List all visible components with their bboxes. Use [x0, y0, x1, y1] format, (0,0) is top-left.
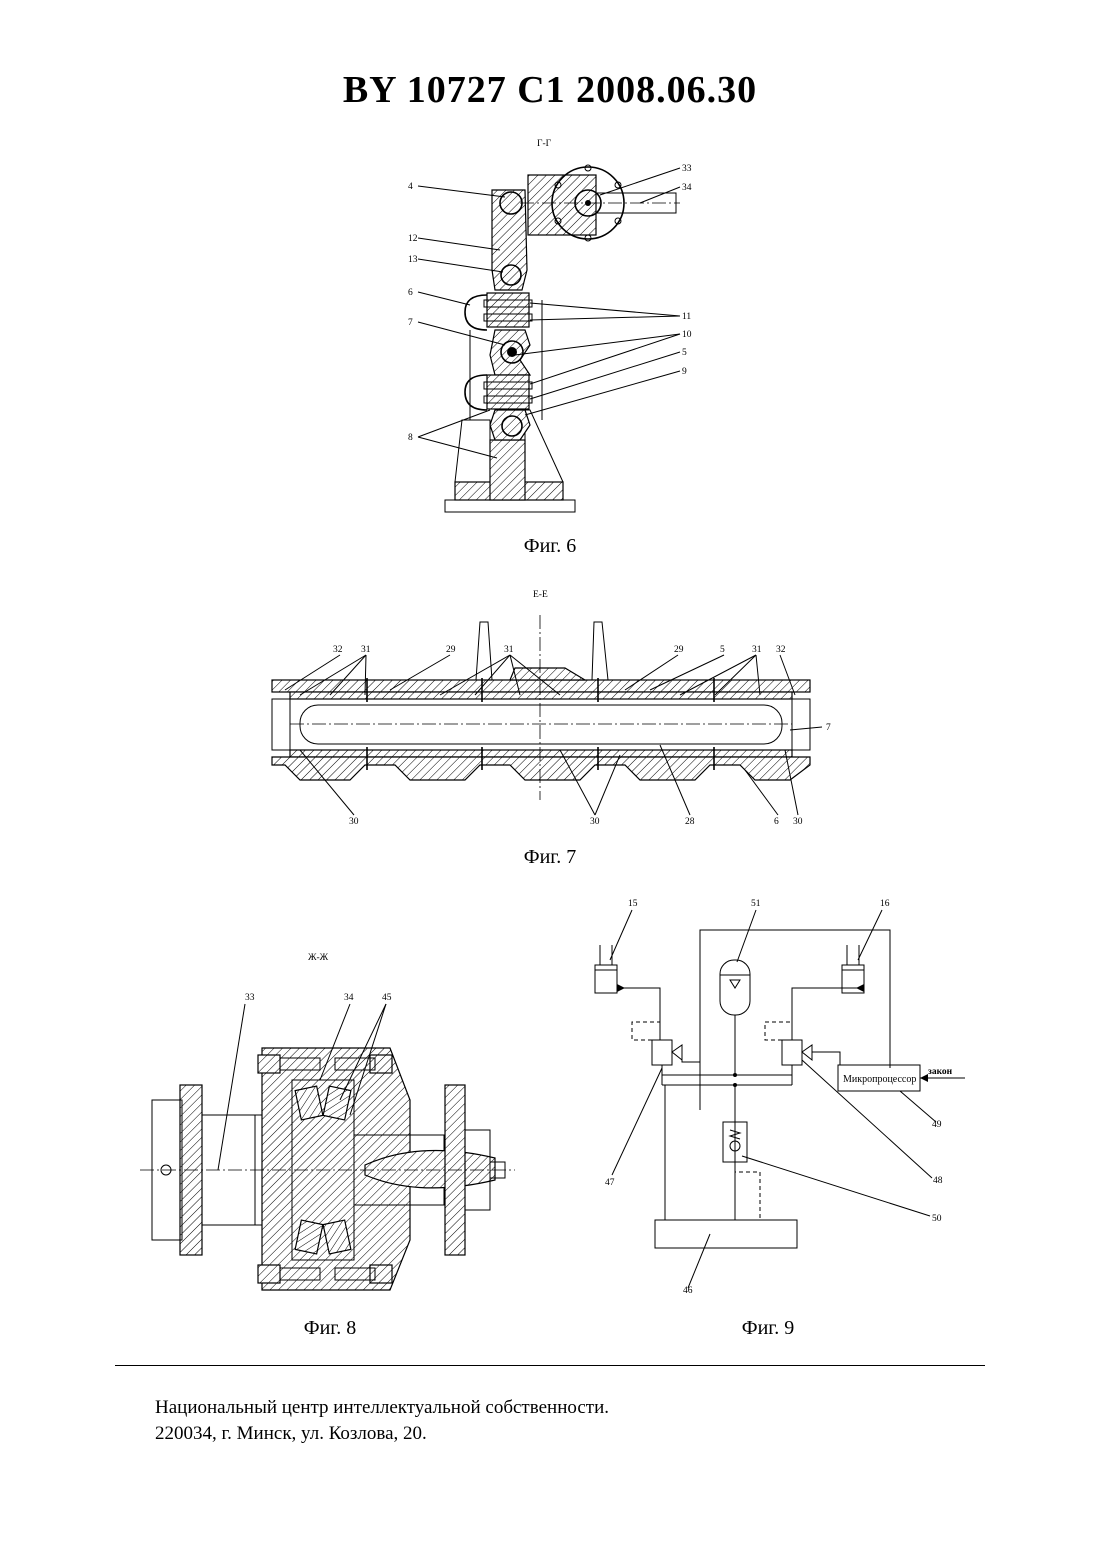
svg-text:50: 50: [932, 1214, 942, 1224]
svg-text:7: 7: [408, 318, 413, 328]
svg-text:29: 29: [446, 645, 456, 655]
figure-8-drawing: Ж-Ж 33 34 45: [0, 940, 560, 1310]
link-block-upper: [487, 293, 529, 327]
rod-7: [300, 705, 782, 744]
svg-text:5: 5: [720, 645, 725, 655]
tank-46: [655, 1220, 797, 1248]
valve-48: [782, 1040, 802, 1065]
svg-text:31: 31: [504, 645, 514, 655]
bore: [272, 699, 810, 750]
svg-text:9: 9: [682, 367, 687, 377]
fig6-labels-left: 4 12 13 6 7 8: [408, 182, 418, 443]
outer-shell-bottom: [272, 757, 810, 780]
svg-text:12: 12: [408, 234, 418, 244]
fig6-section-label: Г-Г: [537, 139, 552, 149]
lug-left: [476, 622, 492, 680]
cylinder-15: [595, 965, 617, 993]
rib-right: [525, 410, 563, 482]
fig6-labels-right: 33 34 11 10 5 9: [682, 164, 692, 377]
footer-line-2: 220034, г. Минск, ул. Козлова, 20.: [155, 1423, 427, 1445]
fig8-section-label: Ж-Ж: [308, 953, 329, 963]
fig7-labels-bottom: 30 30 28 6 30: [349, 817, 803, 827]
link-block-lower: [487, 375, 529, 409]
svg-text:4: 4: [408, 182, 413, 192]
footer-divider: [115, 1365, 985, 1366]
svg-text:30: 30: [793, 817, 803, 827]
svg-text:15: 15: [628, 899, 638, 909]
svg-text:33: 33: [245, 993, 255, 1003]
svg-text:29: 29: [674, 645, 684, 655]
fig7-label-right: 7: [826, 723, 831, 733]
svg-text:51: 51: [751, 899, 761, 909]
svg-text:5: 5: [682, 348, 687, 358]
svg-text:32: 32: [333, 645, 343, 655]
svg-text:8: 8: [408, 433, 413, 443]
svg-text:11: 11: [682, 312, 691, 322]
svg-text:49: 49: [932, 1120, 942, 1130]
center-boss: [510, 668, 585, 680]
svg-text:10: 10: [682, 330, 692, 340]
fig9-labels: 15 51 16 47 48 49 50 46: [605, 899, 943, 1296]
inner-shell-bottom: [290, 750, 792, 757]
input-label: закон: [928, 1067, 953, 1077]
figure-9-caption: Фиг. 9: [718, 1317, 818, 1340]
microprocessor-label: Микропроцессор: [843, 1074, 916, 1085]
figure-9-drawing: 15 51 16 47 48 49 50 46 Микропроцес: [560, 890, 980, 1310]
svg-text:31: 31: [752, 645, 762, 655]
lug-right: [592, 622, 608, 680]
svg-text:30: 30: [590, 817, 600, 827]
svg-text:6: 6: [408, 288, 413, 298]
svg-text:28: 28: [685, 817, 695, 827]
svg-text:16: 16: [880, 899, 890, 909]
base-plate: [445, 500, 575, 512]
footer-line-1: Национальный центр интеллектуальной собс…: [155, 1397, 609, 1419]
outer-shell-top: [272, 680, 810, 692]
svg-text:34: 34: [344, 993, 354, 1003]
figure-7-drawing: Е-Е 32 31 29 31 29 5 31 32: [0, 580, 1100, 850]
svg-text:47: 47: [605, 1178, 615, 1188]
svg-text:33: 33: [682, 164, 692, 174]
figure-7-caption: Фиг. 7: [0, 846, 1100, 869]
svg-text:6: 6: [774, 817, 779, 827]
svg-text:31: 31: [361, 645, 371, 655]
figure-6-caption: Фиг. 6: [0, 535, 1100, 558]
valve-47: [652, 1040, 672, 1065]
figure-8-caption: Фиг. 8: [280, 1317, 380, 1340]
fig8-labels: 33 34 45: [245, 993, 392, 1003]
svg-text:45: 45: [382, 993, 392, 1003]
post: [490, 440, 525, 500]
svg-text:30: 30: [349, 817, 359, 827]
fig7-section-label: Е-Е: [533, 590, 548, 600]
svg-text:32: 32: [776, 645, 786, 655]
fig7-labels-top: 32 31 29 31 29 5 31 32: [333, 645, 786, 655]
svg-text:13: 13: [408, 255, 418, 265]
svg-text:34: 34: [682, 183, 692, 193]
svg-text:48: 48: [933, 1176, 943, 1186]
clamp-6-lower: [465, 375, 487, 410]
figure-6-drawing: Г-Г 4 12 13 6 7 8: [0, 0, 1100, 560]
